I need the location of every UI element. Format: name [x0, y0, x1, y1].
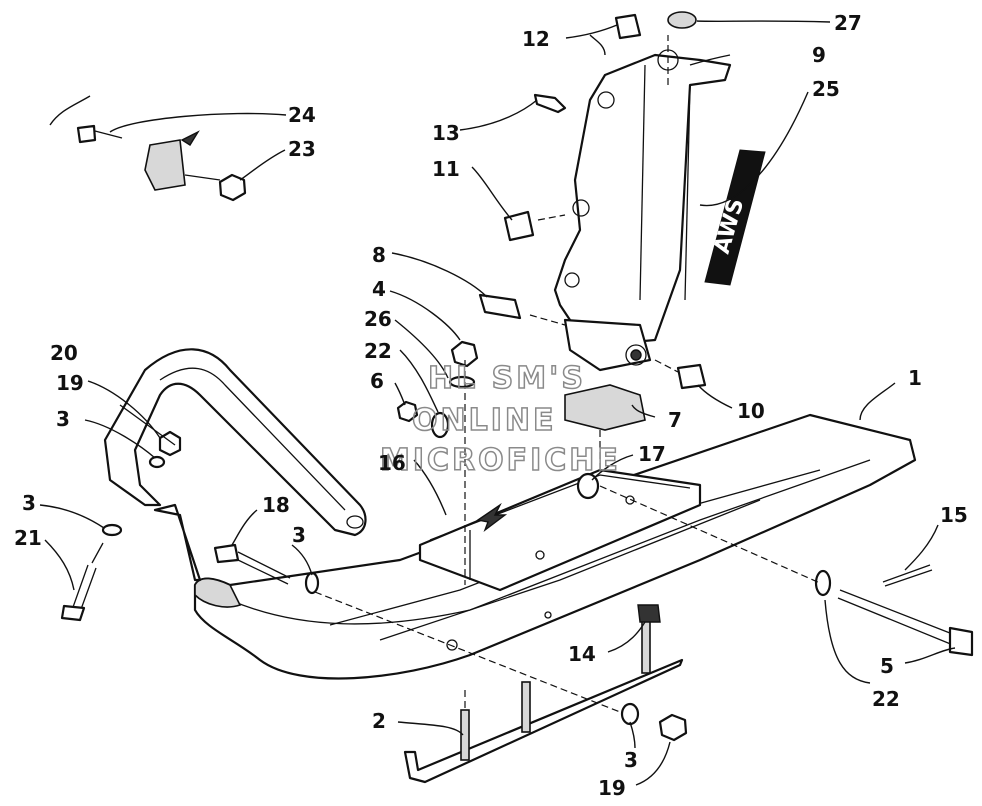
- callout-24: 24: [288, 103, 316, 127]
- callout-26: 26: [364, 307, 392, 331]
- callout-16: 16: [378, 451, 406, 475]
- callout-9: 9: [812, 43, 826, 67]
- watermark: HL SM'S ONLINE MICROFICHE: [379, 360, 621, 479]
- callout-20: 20: [50, 341, 78, 365]
- watermark-line-1: HL SM'S: [428, 361, 586, 396]
- callout-27: 27: [834, 11, 862, 35]
- callout-22-upper: 22: [364, 339, 392, 363]
- callout-5: 5: [880, 654, 894, 678]
- callout-3-lower: 3: [624, 748, 638, 772]
- spindle-strut: [553, 49, 732, 372]
- callout-15: 15: [940, 503, 968, 527]
- callout-19-spring-bar: 19: [56, 371, 84, 395]
- callout-12: 12: [522, 27, 550, 51]
- callout-22-lower: 22: [872, 687, 900, 711]
- hardware: [60, 11, 974, 742]
- spring-bar: [103, 348, 367, 537]
- callout-19-lower: 19: [598, 776, 626, 800]
- callout-14: 14: [568, 642, 596, 666]
- wear-bar: [403, 617, 684, 784]
- callout-labels: 1 2 3 3 3 3 4 5 6 7 8 9 10 11 12 13 14 1…: [14, 11, 968, 800]
- callout-13: 13: [432, 121, 460, 145]
- leader-lines: [39, 20, 956, 786]
- callout-1: 1: [908, 366, 922, 390]
- callout-7: 7: [668, 408, 682, 432]
- callout-3-bolt-21: 3: [22, 491, 36, 515]
- callout-6: 6: [370, 369, 384, 393]
- arrow-marker-bracket: [476, 502, 508, 532]
- callout-11: 11: [432, 157, 460, 181]
- callout-18: 18: [262, 493, 290, 517]
- callout-4: 4: [372, 277, 386, 301]
- aws-decal: AWS: [704, 149, 766, 286]
- callout-10: 10: [737, 399, 765, 423]
- callout-8: 8: [372, 243, 386, 267]
- callout-25: 25: [812, 77, 840, 101]
- callout-23: 23: [288, 137, 316, 161]
- assembly-axes: [91, 35, 821, 713]
- callout-21: 21: [14, 526, 42, 550]
- watermark-line-3: MICROFICHE: [380, 443, 621, 478]
- callout-2: 2: [372, 709, 386, 733]
- watermark-line-2: ONLINE: [412, 403, 557, 438]
- callout-3-spring-bar: 3: [56, 407, 70, 431]
- callout-17: 17: [638, 442, 666, 466]
- callout-3-bolt-18: 3: [292, 523, 306, 547]
